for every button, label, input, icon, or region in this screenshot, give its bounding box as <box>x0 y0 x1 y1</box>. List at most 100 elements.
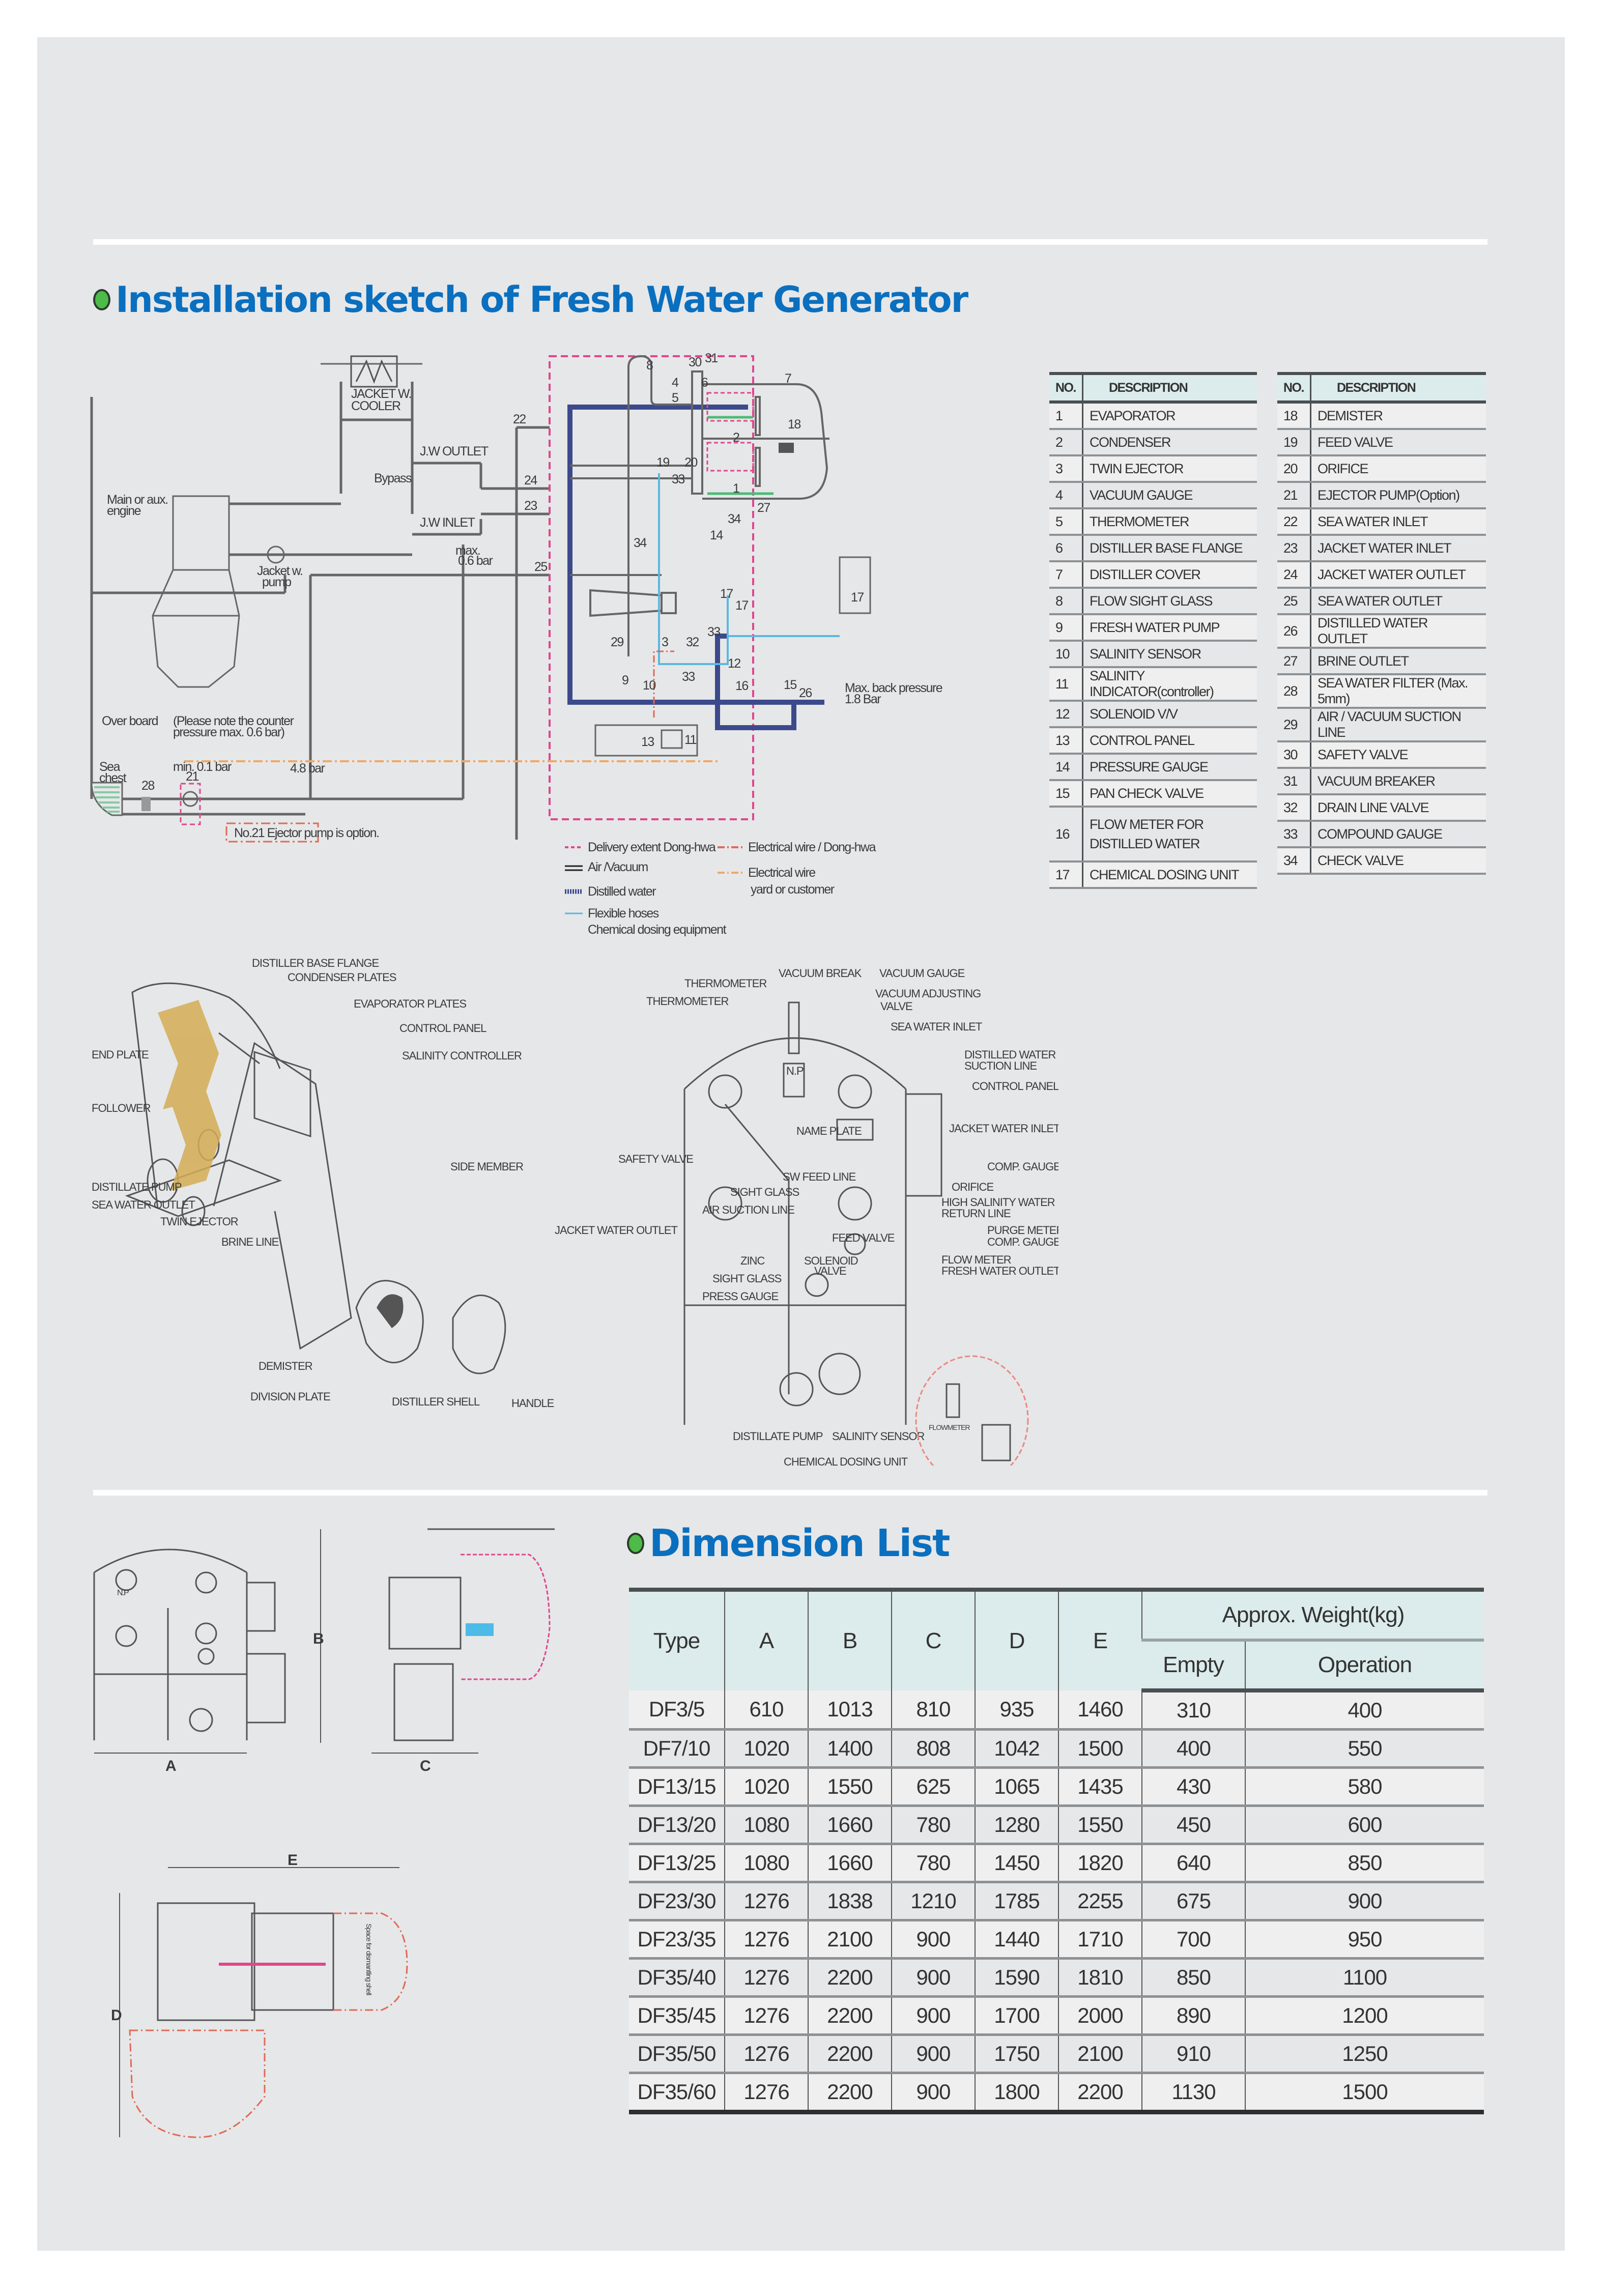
top-divider <box>93 239 1487 245</box>
cell-d: 1700 <box>975 1996 1058 2036</box>
cell-e: 1435 <box>1058 1767 1142 1807</box>
part-number: 23 <box>1277 535 1311 562</box>
cell-operation: 900 <box>1245 1882 1484 1921</box>
cell-b: 1013 <box>808 1690 892 1731</box>
svg-text:VACUUM BREAK: VACUUM BREAK <box>779 967 862 980</box>
dimension-table: Type A B C D E Approx. Weight(kg) Empty … <box>629 1588 1484 2114</box>
part-description: FLOW SIGHT GLASS <box>1082 588 1257 615</box>
svg-text:Bypass: Bypass <box>374 471 412 485</box>
svg-text:SIGHT GLASS: SIGHT GLASS <box>730 1186 799 1198</box>
svg-text:DISTILLATE PUMP: DISTILLATE PUMP <box>733 1430 823 1443</box>
svg-text:EVAPORATOR PLATES: EVAPORATOR PLATES <box>354 997 466 1010</box>
part-description: EJECTOR PUMP(Option) <box>1310 482 1486 509</box>
svg-text:DIVISION PLATE: DIVISION PLATE <box>250 1390 330 1403</box>
svg-text:ORIFICE: ORIFICE <box>952 1181 994 1193</box>
cell-empty: 640 <box>1141 1844 1245 1883</box>
part-number: 29 <box>1277 708 1311 742</box>
cell-a: 1276 <box>724 1920 808 1960</box>
svg-text:SALINITY SENSOR: SALINITY SENSOR <box>832 1430 925 1443</box>
svg-text:NAME PLATE: NAME PLATE <box>796 1125 862 1137</box>
svg-text:N.P: N.P <box>117 1589 129 1597</box>
svg-text:8: 8 <box>646 358 653 372</box>
svg-text:No.21 Ejector pump is option.: No.21 Ejector pump is option. <box>234 826 379 840</box>
svg-text:Flexible hoses: Flexible hoses <box>588 906 659 921</box>
cell-b: 1400 <box>808 1729 892 1769</box>
svg-text:SIDE MEMBER: SIDE MEMBER <box>450 1160 523 1173</box>
cell-operation: 850 <box>1245 1844 1484 1883</box>
svg-text:COMP. GAUGE: COMP. GAUGE <box>987 1236 1058 1248</box>
svg-text:TWIN EJECTOR: TWIN EJECTOR <box>160 1215 238 1228</box>
svg-text:SEA WATER OUTLET: SEA WATER OUTLET <box>92 1198 195 1211</box>
part-number: 18 <box>1277 402 1311 430</box>
cell-c: 900 <box>891 2034 975 2074</box>
svg-text:20: 20 <box>684 455 697 470</box>
parts-header-no: NO. <box>1049 372 1083 404</box>
cell-a: 1020 <box>724 1767 808 1807</box>
part-number: 3 <box>1049 455 1083 483</box>
dimension-section-title: Dimension List <box>627 1522 950 1565</box>
svg-text:26: 26 <box>799 686 812 700</box>
part-number: 15 <box>1049 780 1083 808</box>
svg-text:1.8 Bar: 1.8 Bar <box>845 692 881 706</box>
cell-empty: 910 <box>1141 2034 1245 2074</box>
svg-text:AIR SUCTION LINE: AIR SUCTION LINE <box>702 1203 794 1216</box>
svg-text:RETURN LINE: RETURN LINE <box>941 1207 1011 1220</box>
svg-text:4.8 bar: 4.8 bar <box>290 761 325 776</box>
cell-c: 780 <box>891 1805 975 1845</box>
cell-a: 1276 <box>724 1996 808 2036</box>
svg-text:engine: engine <box>107 504 141 518</box>
cell-empty: 850 <box>1141 1958 1245 1998</box>
part-description: SAFETY VALVE <box>1310 741 1486 769</box>
schematic-part-numbers: 8 30 31 6 4 5 7 2 18 1 27 34 19 20 33 14… <box>141 351 865 793</box>
svg-text:34: 34 <box>634 536 647 550</box>
parts-header-description: DESCRIPTION <box>1310 372 1486 404</box>
svg-text:pump: pump <box>262 575 291 589</box>
svg-text:15: 15 <box>784 678 796 692</box>
svg-text:Sea: Sea <box>99 760 121 774</box>
svg-text:SUCTION LINE: SUCTION LINE <box>964 1059 1037 1072</box>
installation-title-text: Installation sketch of Fresh Water Gener… <box>116 279 968 321</box>
cell-d: 1042 <box>975 1729 1058 1769</box>
svg-text:JACKET WATER OUTLET: JACKET WATER OUTLET <box>555 1224 678 1237</box>
svg-text:FEED VALVE: FEED VALVE <box>832 1231 895 1244</box>
exploded-view-illustration: DISTILLER BASE FLANGE CONDENSER PLATES E… <box>92 957 555 1410</box>
part-number: 32 <box>1277 794 1311 822</box>
part-description: PRESSURE GAUGE <box>1082 754 1257 781</box>
svg-text:22: 22 <box>513 412 526 426</box>
svg-text:9: 9 <box>622 673 628 687</box>
part-description: SOLENOID V/V <box>1082 701 1257 728</box>
part-number: 30 <box>1277 741 1311 769</box>
cell-b: 2200 <box>808 1996 892 2036</box>
svg-text:16: 16 <box>735 679 748 693</box>
svg-text:0.6 bar: 0.6 bar <box>458 554 493 568</box>
space-note: Space for dismantling shell <box>365 1924 373 1995</box>
part-description: JACKET WATER INLET <box>1310 535 1486 562</box>
svg-text:18: 18 <box>788 417 800 432</box>
cell-c: 780 <box>891 1844 975 1883</box>
cell-type: DF13/20 <box>629 1805 725 1845</box>
part-description: FRESH WATER PUMP <box>1082 614 1257 642</box>
cell-b: 1660 <box>808 1844 892 1883</box>
schematic-legend: Delivery extent Dong-hwa Air /Vacuum Dis… <box>565 840 877 937</box>
cell-b: 2100 <box>808 1920 892 1960</box>
cell-e: 2255 <box>1058 1882 1142 1921</box>
cell-a: 1276 <box>724 2073 808 2114</box>
svg-text:32: 32 <box>686 635 699 649</box>
cell-b: 1838 <box>808 1882 892 1921</box>
cell-d: 1065 <box>975 1767 1058 1807</box>
part-number: 19 <box>1277 429 1311 456</box>
